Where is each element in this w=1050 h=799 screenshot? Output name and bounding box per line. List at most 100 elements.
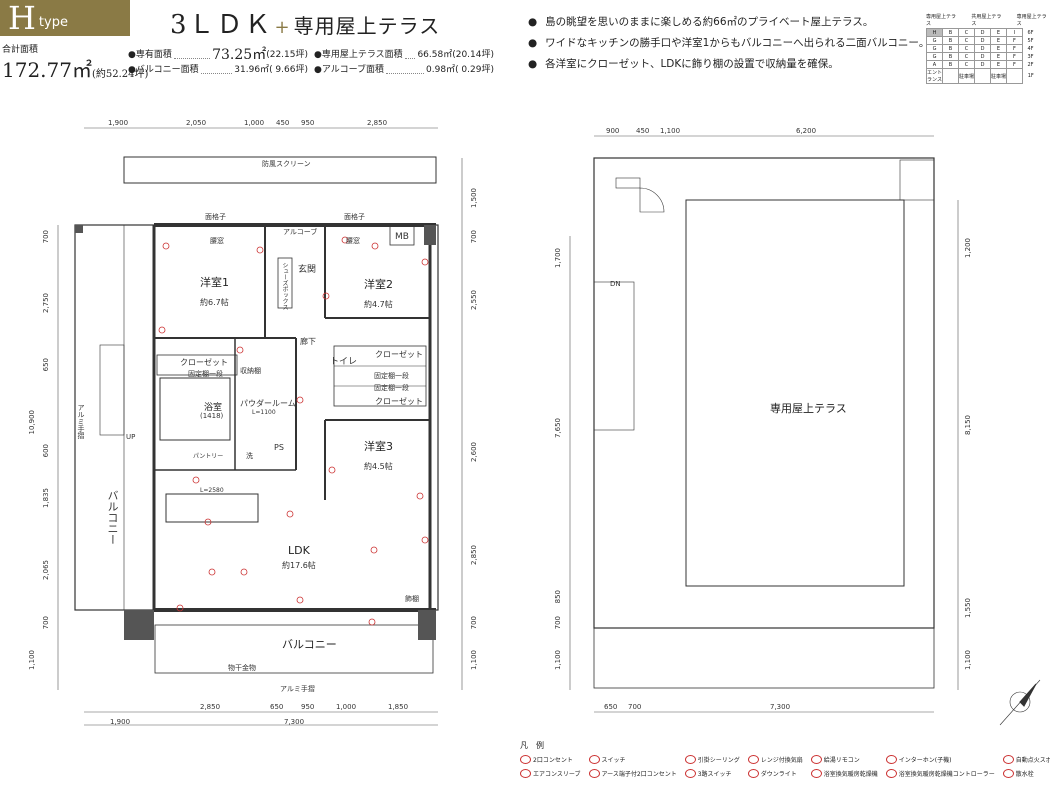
dim-left: 650 [42, 358, 50, 372]
title-main: 3ＬＤＫ [170, 10, 273, 40]
walls [74, 156, 439, 674]
dim-right: 700 [470, 230, 478, 244]
label-storage: 収納棚 [240, 367, 261, 375]
dim-top: 450 [636, 127, 650, 135]
label-toilet: トイレ [330, 357, 358, 367]
dim-top: 900 [606, 127, 620, 135]
dim-right: 700 [470, 616, 478, 630]
legend-item: インターホン(子機) [885, 755, 995, 764]
label-room1-size: 約6.7帖 [200, 298, 229, 307]
label-shoebox: シューズボックス [281, 262, 288, 310]
dim-left: 1,100 [554, 650, 562, 671]
feature-item: ワイドなキッチンの勝手口や洋室1からもバルコニーへ出られる二面バルコニー。 [528, 33, 929, 54]
roof-terrace-walls [593, 157, 935, 689]
dim-top: 950 [301, 119, 315, 127]
feature-list: 島の眺望を思いのままに楽しめる約66㎡のプライベート屋上テラス。 ワイドなキッチ… [528, 12, 929, 75]
label-pantry: パントリー [193, 453, 224, 460]
label-window: 腰窓 [210, 237, 224, 245]
total-area-number: 172.77㎡ [2, 58, 92, 82]
legend-item: ダウンライト [747, 769, 803, 778]
legend-item: 散水栓 [1002, 769, 1050, 778]
label-dn: DN [610, 280, 621, 288]
label-mb: MB [395, 232, 409, 242]
keyplan-header: 専用屋上テラス [926, 14, 957, 27]
dim-bottom: 2,850 [200, 703, 221, 711]
legend-item: 浴室換気暖房乾燥機コントローラー [885, 769, 995, 778]
total-area-tsubo: (約52.24坪) [91, 69, 149, 80]
label-up: UP [126, 433, 136, 441]
total-area-label: 合計面積 [2, 45, 39, 55]
dim-bottom: 700 [628, 703, 642, 711]
label-shelf: 飾棚 [405, 595, 419, 603]
dim-top: 1,100 [660, 127, 681, 135]
dim-left-total: 10,900 [28, 410, 36, 435]
legend-item: 自動点火スポット型感知器 [1002, 755, 1050, 764]
type-badge: H type [0, 0, 130, 36]
dim-bottom: 1,850 [388, 703, 409, 711]
plan-title: 3ＬＤＫ+専用屋上テラス [170, 4, 440, 41]
label-bath-size: (1418) [200, 412, 224, 420]
legend-item: エアコンスリーブ [520, 769, 581, 778]
label-hall: 廊下 [300, 337, 316, 346]
label-fixed-shelf: 固定棚一段 [374, 372, 409, 380]
dim-left: 2,065 [42, 560, 50, 581]
type-letter: H [8, 0, 36, 37]
legend-item: アース端子付2口コンセント [588, 769, 677, 778]
dim-left: 700 [554, 616, 562, 630]
dim-left: 1,100 [28, 650, 36, 671]
legend: 凡 例 2口コンセント スイッチ 引掛シーリング レンジ付換気扇 給湯リモコン … [520, 740, 1050, 778]
dim-right: 1,100 [964, 650, 972, 671]
label-room1: 洋室1 [200, 276, 229, 289]
label-alcove: アルコーブ [283, 228, 318, 236]
compass-icon [999, 679, 1041, 726]
dim-left: 7,650 [554, 418, 562, 439]
dim-right: 2,850 [470, 545, 478, 566]
dim-right: 8,150 [964, 415, 972, 436]
keyplan-header: 専用屋上テラス [1016, 14, 1047, 27]
legend-item: 引掛シーリング [684, 755, 740, 764]
label-powder-l: L=1100 [252, 409, 276, 416]
label-fixed-shelf: 固定棚一段 [374, 384, 409, 392]
label-window: 腰窓 [346, 237, 360, 245]
legend-item: レンジ付換気扇 [747, 755, 803, 764]
type-word: type [38, 14, 68, 30]
label-bath: 浴室 [204, 403, 223, 413]
label-balcony-front: バルコニー [282, 638, 337, 651]
dim-left: 1,700 [554, 248, 562, 269]
dim-top: 450 [276, 119, 290, 127]
dim-left: 600 [42, 444, 50, 458]
label-alumi-rail: アルミ手摺 [77, 404, 85, 439]
label-screen: 防風スクリーン [262, 160, 311, 168]
label-alumi-rail: アルミ手摺 [280, 685, 315, 693]
dim-bottom: 950 [301, 703, 315, 711]
dim-bottom: 650 [270, 703, 284, 711]
label-closet: クローゼット [375, 350, 423, 359]
legend-item: スイッチ [588, 755, 677, 764]
legend-title: 凡 例 [520, 741, 544, 750]
dim-right: 1,500 [470, 188, 478, 209]
dim-bottom: 7,300 [770, 703, 791, 711]
legend-item: 給湯リモコン [810, 755, 878, 764]
dim-right: 2,550 [470, 290, 478, 311]
label-room2-size: 約4.7帖 [364, 300, 393, 309]
label-fixed-shelf: 固定棚一段 [188, 370, 223, 378]
dim-left: 2,750 [42, 293, 50, 314]
dim-bottom: 650 [604, 703, 618, 711]
label-room3: 洋室3 [364, 440, 393, 453]
label-ldk-size: 約17.6帖 [282, 561, 316, 570]
label-powder: パウダールーム [240, 399, 296, 408]
dim-left: 1,835 [42, 488, 50, 509]
legend-item: 浴室換気暖房乾燥機 [810, 769, 878, 778]
label-lattice: 面格子 [205, 213, 226, 221]
electrical-symbols [158, 236, 429, 626]
feature-item: 島の眺望を思いのままに楽しめる約66㎡のプライベート屋上テラス。 [528, 12, 929, 33]
dim-bottom: 1,900 [110, 718, 131, 726]
title-sub: 専用屋上テラス [293, 14, 441, 38]
